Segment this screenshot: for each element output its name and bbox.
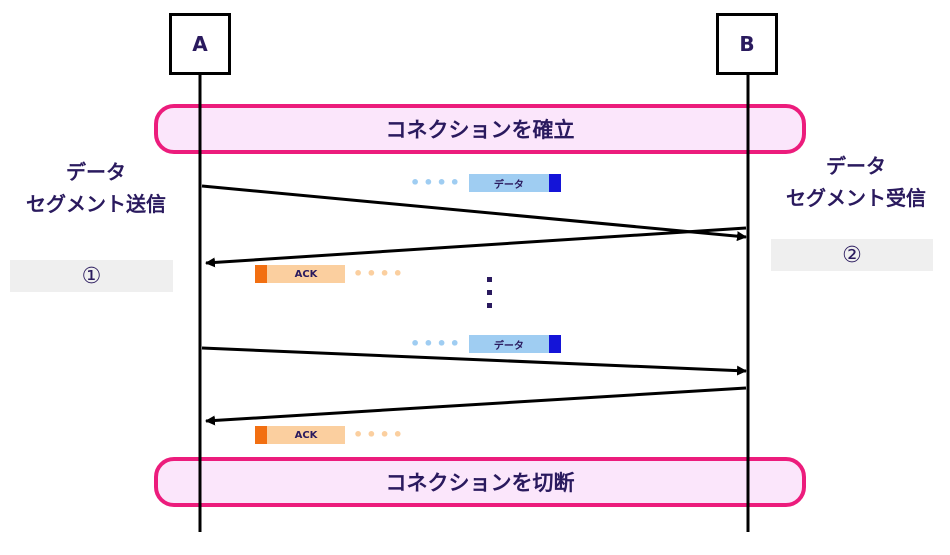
- data-packet-body: データ: [468, 335, 549, 353]
- arrow-data-1: [201, 184, 747, 242]
- step-1-label: ①: [81, 263, 102, 289]
- data-packet-body: データ: [468, 174, 549, 192]
- receiver-label: データ セグメント受信: [762, 150, 950, 214]
- data-packet-cap: [548, 174, 561, 192]
- banner-terminate-label: コネクションを切断: [385, 471, 575, 495]
- ack-packet-label: ACK: [294, 268, 318, 280]
- banner-establish-label: コネクションを確立: [385, 118, 575, 142]
- data-packet-2: •••• データ: [410, 335, 561, 353]
- step-2-badge: ②: [771, 239, 933, 271]
- ack-packet-cap: [255, 265, 267, 283]
- receiver-label-line2: セグメント受信: [786, 186, 926, 210]
- step-1-badge: ①: [10, 260, 173, 292]
- ack-packet-label: ACK: [294, 429, 318, 441]
- arrow-ack-1: [205, 226, 747, 268]
- node-b: B: [716, 13, 778, 75]
- motion-dots: ••••: [410, 173, 463, 192]
- data-packet-label: データ: [493, 340, 524, 352]
- banner-terminate-connection: コネクションを切断: [154, 457, 806, 507]
- motion-dots: ••••: [410, 334, 463, 353]
- receiver-label-line1: データ: [826, 154, 886, 178]
- sender-label: データ セグメント送信: [0, 156, 192, 220]
- ack-packet-body: ACK: [267, 426, 345, 444]
- arrow-ack-2: [205, 386, 747, 426]
- motion-dots: ••••: [353, 264, 406, 283]
- sender-label-line2: セグメント送信: [26, 192, 166, 216]
- motion-dots: ••••: [353, 425, 406, 444]
- data-packet-label: データ: [493, 179, 524, 191]
- ack-packet-body: ACK: [267, 265, 345, 283]
- vertical-ellipsis: [487, 277, 493, 316]
- ack-packet-2: ACK ••••: [255, 426, 406, 444]
- ack-packet-1: ACK ••••: [255, 265, 406, 283]
- data-packet-cap: [548, 335, 561, 353]
- node-a: A: [169, 13, 231, 75]
- data-packet-1: •••• データ: [410, 174, 561, 192]
- step-2-label: ②: [842, 242, 862, 268]
- banner-establish-connection: コネクションを確立: [154, 104, 806, 154]
- ack-packet-cap: [255, 426, 267, 444]
- sender-label-line1: データ: [66, 160, 126, 184]
